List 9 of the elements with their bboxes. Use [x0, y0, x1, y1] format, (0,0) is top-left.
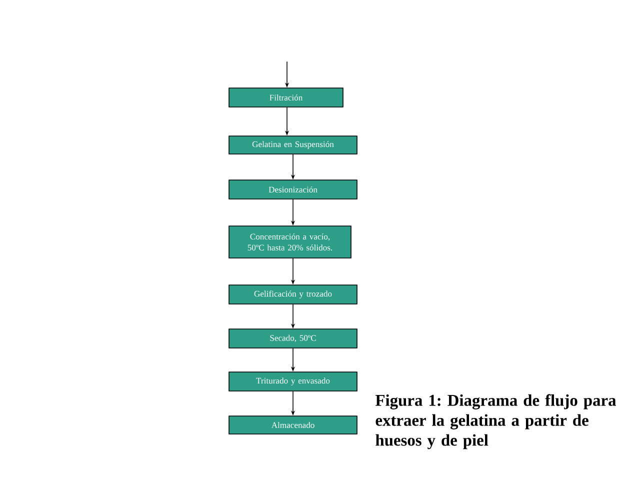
process-box: Gelatina en Suspensión	[228, 136, 358, 154]
process-box: Triturado y envasado	[228, 372, 358, 392]
process-box: Filtración	[228, 88, 344, 108]
process-box: Gelificación y trozado	[228, 284, 358, 304]
process-box: Concentración a vacío, 50ºC hasta 20% sólidos.	[228, 226, 352, 258]
process-box: Almacenado	[228, 416, 358, 434]
process-box: Secado, 50ºC	[228, 328, 358, 348]
caption: Figura 1: Diagrama de flujo para extraer la gelatina a partir de huesos y de piel	[375, 394, 616, 450]
process-box: Desionización	[228, 180, 358, 200]
